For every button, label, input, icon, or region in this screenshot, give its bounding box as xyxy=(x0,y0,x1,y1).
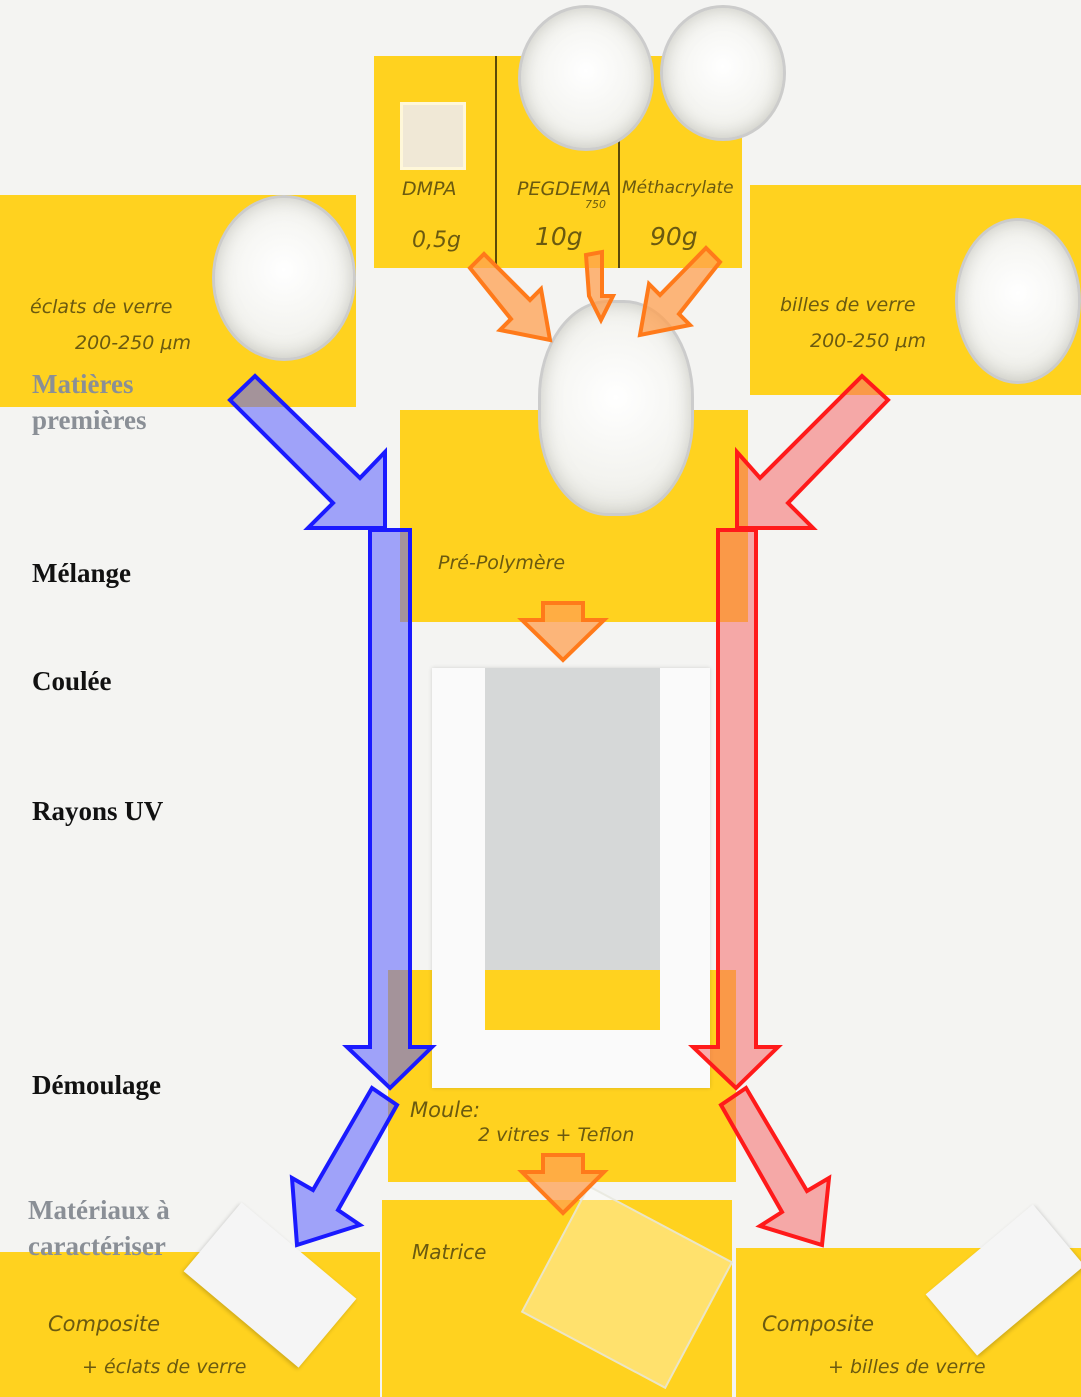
composite-shards-desc: + éclats de verre xyxy=(82,1356,247,1378)
mold-label: Moule: xyxy=(410,1098,481,1122)
step-mixing: Mélange xyxy=(32,558,131,588)
beads-size-label: 200-250 μm xyxy=(810,330,927,352)
matrix-card xyxy=(382,1200,732,1397)
orange-arrow-matrix xyxy=(517,1153,609,1216)
orange-arrow-dmpa xyxy=(467,251,553,343)
step-materials: Matériaux à caractériser xyxy=(28,1192,170,1264)
pegdema-label: PEGDEMA xyxy=(517,178,612,200)
mold-desc: 2 vitres + Teflon xyxy=(478,1124,635,1146)
red-arrow-vertical xyxy=(688,528,783,1091)
step-demolding: Démoulage xyxy=(32,1070,161,1100)
chemicals-divider xyxy=(618,56,620,268)
dmpa-powder xyxy=(400,102,466,170)
step-materials-line1: Matériaux à xyxy=(28,1195,170,1225)
blue-arrow-diagonal xyxy=(227,373,387,530)
prepolymer-label: Pré-Polymère xyxy=(438,552,566,574)
composite-beads-label: Composite xyxy=(762,1312,875,1336)
step-raw-materials-line1: Matières xyxy=(32,369,134,399)
blue-arrow-vertical xyxy=(342,528,437,1091)
chemicals-divider xyxy=(495,56,497,268)
beads-label: billes de verre xyxy=(780,294,916,316)
red-path xyxy=(688,373,891,1248)
composite-shards-label: Composite xyxy=(48,1312,161,1336)
step-raw-materials: Matières premières xyxy=(32,366,146,438)
red-arrow-down-right xyxy=(718,1085,832,1248)
dmpa-qty: 0,5g xyxy=(412,228,461,253)
pegdema-qty: 10g xyxy=(535,222,583,251)
step-uv: Rayons UV xyxy=(32,796,164,826)
pegdema-mw: 750 xyxy=(585,198,606,211)
red-arrow-diagonal xyxy=(735,373,891,530)
orange-arrow-methacrylate xyxy=(637,245,723,338)
mold-window-yellow xyxy=(485,970,660,1030)
step-raw-materials-line2: premières xyxy=(32,405,147,435)
step-materials-line2: caractériser xyxy=(28,1231,166,1261)
orange-arrows xyxy=(467,245,723,1216)
composite-beads-desc: + billes de verre xyxy=(828,1356,986,1378)
beaker-methacrylate xyxy=(660,5,786,141)
orange-arrow-pegdema xyxy=(583,249,617,325)
beaker-shards xyxy=(212,195,356,361)
blue-arrow-down-left xyxy=(289,1085,400,1248)
beaker-beads xyxy=(955,218,1081,384)
beaker-mixing xyxy=(538,300,694,516)
methacrylate-label: Méthacrylate xyxy=(622,178,734,198)
blue-path xyxy=(227,373,437,1248)
shards-size-label: 200-250 μm xyxy=(75,332,192,354)
step-casting: Coulée xyxy=(32,666,112,696)
beaker-pegdema xyxy=(518,5,654,151)
dmpa-label: DMPA xyxy=(402,178,457,200)
matrix-label: Matrice xyxy=(412,1240,487,1264)
mold-window xyxy=(485,668,660,1030)
methacrylate-qty: 90g xyxy=(650,222,698,251)
orange-arrow-casting xyxy=(517,601,609,663)
shards-label: éclats de verre xyxy=(30,296,173,318)
